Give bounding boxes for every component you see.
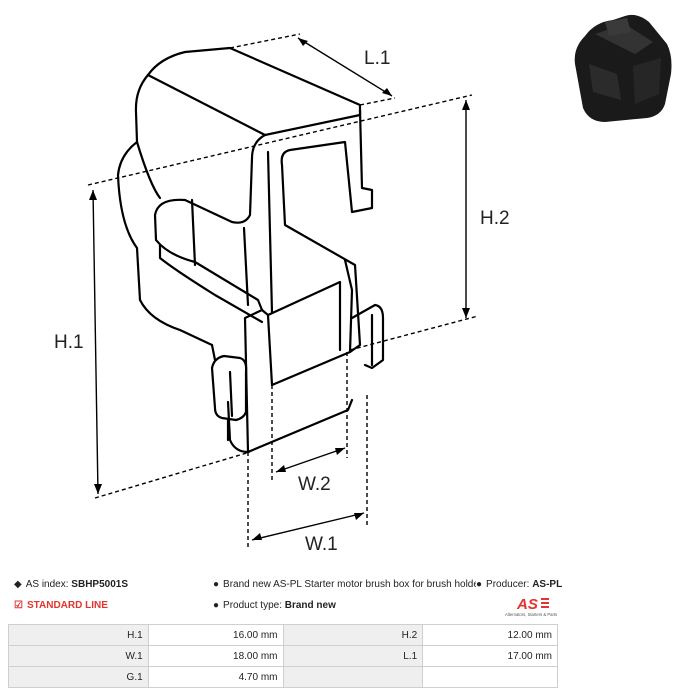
l1-extension-top: [229, 33, 301, 49]
spec-value: [422, 666, 558, 688]
logo-tagline: Alternators, Starters & Parts: [505, 612, 557, 617]
part-mid-face-2: [266, 150, 274, 315]
info-icon: ●: [213, 579, 220, 590]
technical-drawing: L.1 H.2 H.1 W.2 W.1: [54, 33, 510, 555]
info-icon: ●: [476, 579, 483, 590]
part-slot-lower: [158, 243, 264, 324]
label-l1: L.1: [364, 48, 390, 69]
l1-dimension-line: [297, 37, 393, 97]
part-front-inner: [266, 280, 342, 352]
part-top-face: [146, 46, 362, 160]
part-mid-face: [190, 198, 197, 267]
part-front-face-left: [243, 308, 264, 454]
h2-extension-top: [87, 94, 473, 186]
product-photo: [574, 14, 672, 123]
part-left-body-edge: [210, 343, 230, 442]
part-top-ridge: [146, 73, 267, 137]
product-type: ●Product type: Brand new: [213, 600, 336, 612]
part-slot-inner: [242, 226, 250, 307]
spec-label: G.1: [8, 666, 149, 688]
spec-value: 12.00 mm: [422, 624, 558, 646]
l1-arrow-a: [298, 38, 308, 46]
w2-dimension-line: [275, 447, 346, 473]
as-pl-logo: AS Alternators, Starters & Parts: [505, 596, 557, 617]
product-type-value: Brand new: [284, 600, 336, 611]
label-h2: H.2: [480, 208, 510, 229]
part-slot: [153, 156, 264, 312]
spec-label: W.1: [8, 645, 149, 667]
description-text: Brand new AS-PL Starter motor brush box …: [223, 579, 479, 590]
logo-mark: AS: [516, 596, 538, 613]
description: ●Brand new AS-PL Starter motor brush box…: [213, 579, 479, 591]
w1-arrow-b: [354, 513, 364, 520]
label-h1: H.1: [54, 332, 84, 353]
spec-label: [282, 666, 424, 688]
part-right-tab: [350, 303, 385, 370]
info-icon: ●: [213, 600, 220, 611]
h1-arrow-a: [89, 190, 97, 200]
spec-value: 4.70 mm: [147, 666, 284, 688]
part-left-contour: [116, 73, 214, 347]
product-type-label: Product type:: [223, 600, 282, 611]
as-index: ◆AS index: SBHP5001S: [14, 579, 128, 591]
standard-line: ☑STANDARD LINE: [14, 600, 108, 612]
spec-value: 17.00 mm: [422, 645, 558, 667]
spec-value: 18.00 mm: [147, 645, 284, 667]
standard-line-text: STANDARD LINE: [26, 600, 108, 611]
h1-arrow-b: [94, 484, 102, 494]
producer: ●Producer: AS-PL: [476, 579, 563, 591]
w1-arrow-a: [252, 533, 262, 540]
h1-dimension-line: [92, 189, 99, 495]
w2-arrow-b: [335, 448, 345, 455]
h1-extension-bottom: [94, 451, 251, 499]
w2-arrow-a: [276, 465, 286, 472]
as-index-value: SBHP5001S: [71, 579, 128, 590]
part-slot-edge: [135, 140, 162, 200]
spec-label: H.2: [282, 624, 424, 646]
part-front-body: [260, 258, 354, 387]
l1-arrow-b: [382, 88, 392, 96]
spec-label: L.1: [282, 645, 424, 667]
spec-label: H.1: [8, 624, 149, 646]
w1-dimension-line: [251, 512, 365, 541]
producer-value: AS-PL: [532, 579, 563, 590]
label-w2: W.2: [298, 474, 331, 495]
label-w1: W.1: [305, 534, 338, 555]
producer-label: Producer:: [486, 579, 530, 590]
l1-extension-bottom: [359, 97, 396, 106]
part-left-tab: [210, 354, 248, 422]
h2-arrow-b: [462, 308, 470, 318]
part-left-tab-edge: [228, 370, 234, 418]
checkbox-icon: ☑: [14, 600, 23, 611]
part-back-hook: [280, 108, 374, 354]
h2-arrow-a: [462, 100, 470, 110]
as-index-label: AS index:: [25, 579, 69, 590]
tag-icon: ◆: [14, 579, 22, 590]
h2-extension-bottom: [349, 315, 479, 351]
spec-value: 16.00 mm: [147, 624, 284, 646]
